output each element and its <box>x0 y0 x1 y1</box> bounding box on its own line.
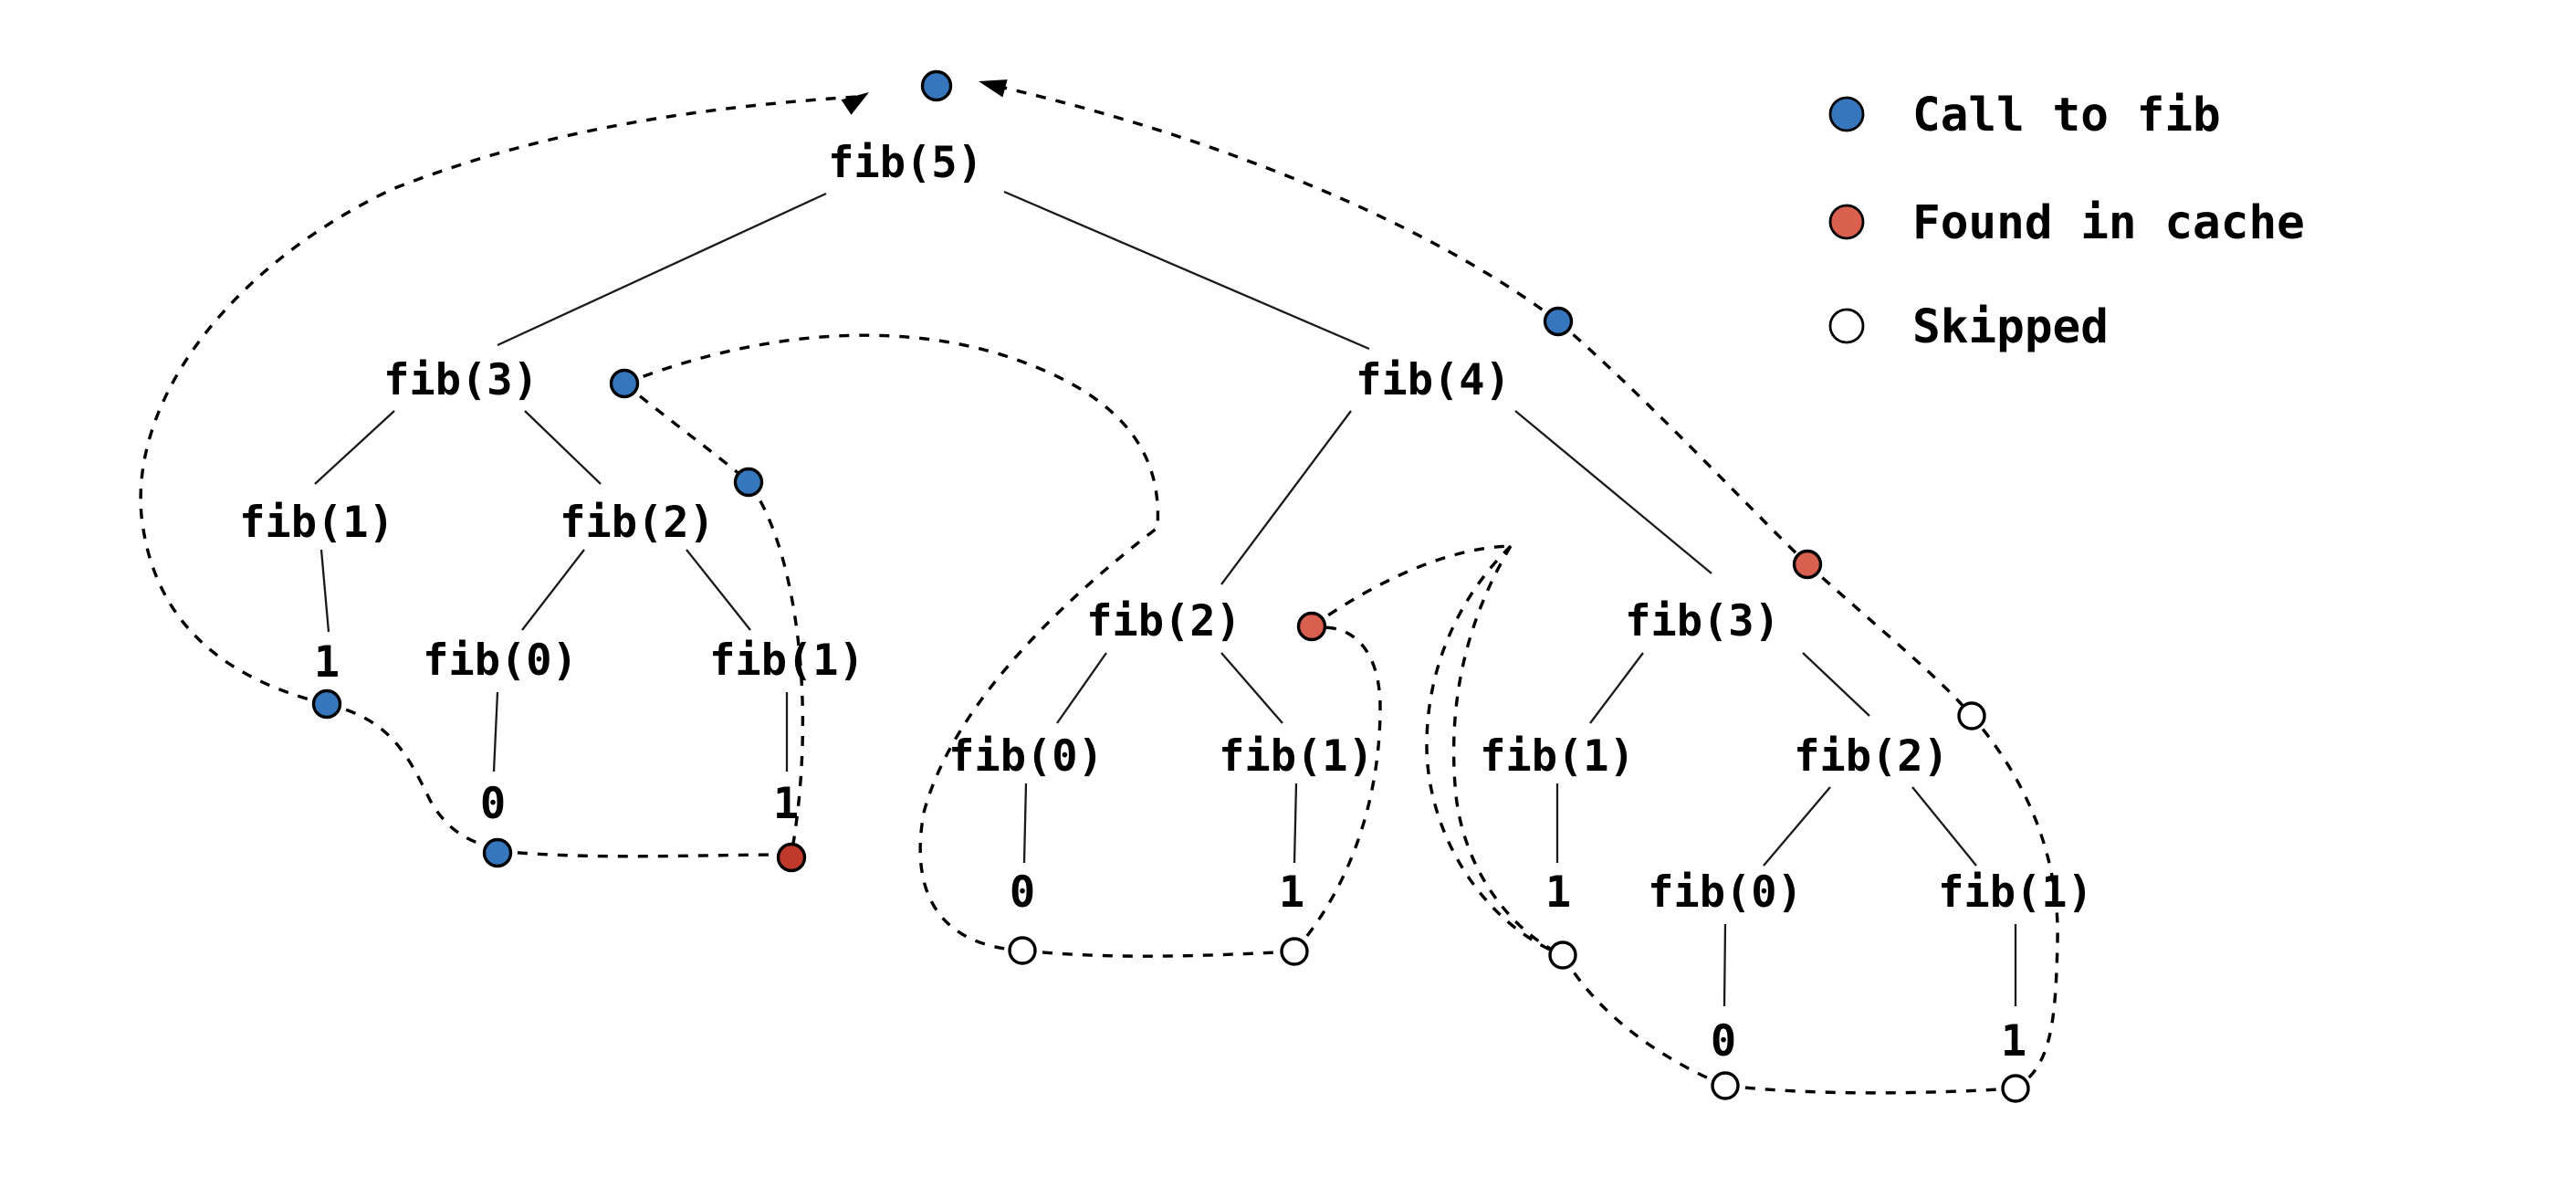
dot-call-fib2-left <box>733 467 764 498</box>
legend: Call to fib Found in cache Skipped <box>1828 89 2305 354</box>
label-fib3-right: fib(3) <box>1625 596 1780 646</box>
label-fib0-r: fib(0) <box>1648 867 1803 918</box>
label-fib0-mid: fib(0) <box>948 731 1104 782</box>
dot-cache-fib1-left <box>776 842 807 873</box>
tree-edge-16 <box>1802 652 1870 717</box>
traversal-path <box>139 79 2059 1095</box>
label-fib1-r: fib(1) <box>1480 731 1635 782</box>
node-labels: fib(5) fib(3) fib(4) fib(1) fib(2) 1 fib(0) fib… <box>239 138 2093 1067</box>
tree-edge-0 <box>497 192 827 347</box>
label-fib2-mid: fib(2) <box>1086 596 1241 646</box>
label-fib1-mid: fib(1) <box>1219 731 1374 782</box>
legend-label-call: Call to fib <box>1912 89 2221 142</box>
dot-root-call <box>920 69 953 102</box>
value-1-r: 1 <box>1545 867 1571 918</box>
legend-label-skipped: Skipped <box>1912 300 2109 354</box>
legend-cache-dot-icon <box>1828 204 1865 240</box>
circle-skip-1-right <box>1548 941 1577 970</box>
trail-right-return <box>987 82 1560 323</box>
tree-edge-1 <box>1003 190 1370 351</box>
label-fib1-ll: fib(1) <box>239 498 394 548</box>
legend-label-cache: Found in cache <box>1912 196 2305 250</box>
legend-skipped-dot-icon <box>1828 308 1865 344</box>
value-1-ll: 1 <box>314 637 340 688</box>
value-1-lr: 1 <box>773 779 799 829</box>
tree-edge-20 <box>1723 923 1727 1007</box>
dot-call-fib0-left <box>482 837 513 868</box>
value-0-r: 0 <box>1711 1016 1736 1067</box>
tree-edge-4 <box>319 549 330 633</box>
trail-middle-skip-right <box>1293 625 1382 953</box>
trail-right-skip-bottom <box>1724 1084 2016 1095</box>
label-fib2-lr: fib(2) <box>560 498 715 548</box>
tree-edge-13 <box>1022 783 1028 864</box>
value-0-l: 0 <box>480 779 506 829</box>
circle-skip-0-right <box>1711 1071 1740 1100</box>
tree-edge-15 <box>1589 652 1644 724</box>
dot-cache-fib2-mid <box>1296 611 1327 642</box>
dot-call-fib4 <box>1543 306 1574 337</box>
trail-arc-to-middle <box>623 333 1160 952</box>
value-0-mid: 0 <box>1010 867 1035 918</box>
label-fib3-left: fib(3) <box>383 355 539 405</box>
trail-fib3-fib2-left <box>623 382 805 850</box>
label-fib0-l: fib(0) <box>423 636 578 686</box>
tree-edge-7 <box>492 691 499 772</box>
trail-right-teardrop-a <box>1451 545 1564 957</box>
circle-skip-1-mid <box>1280 937 1309 966</box>
tree-edge-14 <box>1293 783 1298 864</box>
label-fib1-lr: fib(1) <box>709 636 864 686</box>
tree-edge-10 <box>1514 410 1712 574</box>
return-arrow-right-icon <box>979 79 1008 98</box>
return-arrow-left-icon <box>841 92 869 115</box>
label-fib4: fib(4) <box>1356 355 1511 405</box>
dot-call-fib3-left <box>609 368 640 399</box>
label-fib2-r: fib(2) <box>1794 731 1949 782</box>
trail-left-return <box>139 95 857 706</box>
trail-middle-skip-bottom <box>1021 949 1295 958</box>
trail-fib4-to-fib3-right <box>1556 320 1809 566</box>
tree-edge-3 <box>524 410 602 485</box>
circle-skip-0-mid <box>1008 936 1037 965</box>
trail-right-skip-loop <box>1806 562 2059 1090</box>
trail-mid-to-right-apex <box>1311 544 1512 628</box>
circle-skip-1-right2 <box>2001 1074 2030 1103</box>
tree-edge-19 <box>1911 786 1977 867</box>
trail-right-skip-up <box>1561 954 1726 1088</box>
value-1-mid: 1 <box>1279 867 1304 918</box>
label-fib5: fib(5) <box>828 138 983 188</box>
legend-call-dot-icon <box>1828 96 1865 132</box>
tree-edge-5 <box>521 549 585 631</box>
tree-edge-11 <box>1056 652 1107 724</box>
trail-fib1-to-fib0-left <box>326 702 498 851</box>
circle-skip-fib2-right <box>1957 701 1986 730</box>
tree-edge-12 <box>1220 652 1283 724</box>
dot-call-fib1-left <box>311 688 342 720</box>
value-1-r2: 1 <box>2001 1016 2026 1067</box>
tree-edge-2 <box>314 410 395 485</box>
tree-edge-9 <box>1220 410 1352 585</box>
tree-edge-6 <box>686 549 751 631</box>
trail-fib0-to-fib1-left <box>497 849 792 858</box>
event-markers <box>311 69 2030 1103</box>
label-fib1-r2: fib(1) <box>1938 867 2093 918</box>
dot-cache-fib3-right <box>1792 549 1823 580</box>
tree-edge-18 <box>1763 786 1831 867</box>
trail-right-teardrop-b <box>1425 544 1564 957</box>
tree-edges <box>314 190 2017 1007</box>
